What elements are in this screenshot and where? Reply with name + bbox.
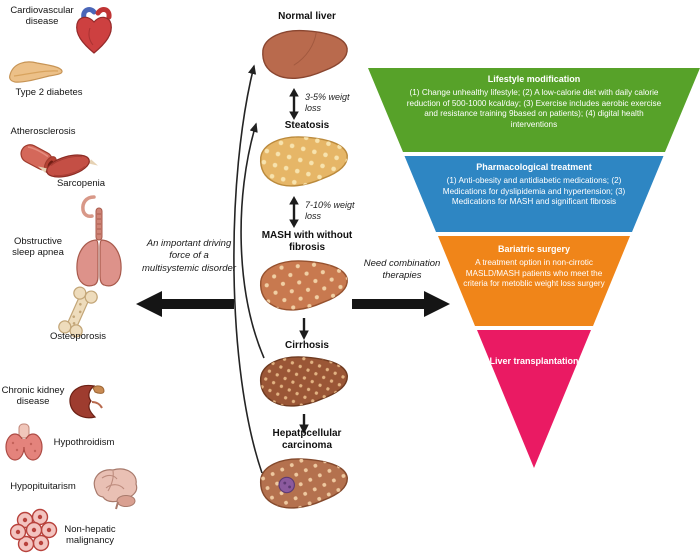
cirrhosis-liver-icon — [259, 356, 348, 407]
annotation-driving-force: An important driving force of a multisys… — [142, 238, 236, 274]
muscle-icon — [38, 154, 98, 178]
comorbidity-label-non-hepatic-malignancy: Non-hepatic malignancy — [64, 524, 116, 547]
comorbidity-label-atherosclerosis: Atherosclerosis — [10, 126, 76, 137]
comorbidity-label-hypopituitarism: Hypopituitarism — [10, 481, 76, 492]
transition-label-3-5: 3-5% weigt loss — [305, 92, 350, 114]
tier-title-lifestyle: Lifestyle modification — [487, 74, 581, 84]
tier-body-lifestyle: (1) Change unhealthy lifestyle; (2) A lo… — [406, 87, 662, 130]
thyroid-icon — [5, 423, 43, 461]
pyramid-tier-liver-transplantation: Liver transplantation — [477, 330, 591, 468]
reversible-arrow-icon-1 — [289, 88, 299, 120]
stage-label-mash: MASH with without fibrosis — [261, 230, 353, 253]
tier-title-pharmacological: Pharmacological treatment — [476, 162, 592, 172]
steatosis-liver-icon — [259, 136, 348, 187]
pyramid-tier-bariatric-surgery: Bariatric surgery A treatment option in … — [438, 236, 630, 326]
comorbidity-label-sarcopenia: Sarcopenia — [56, 178, 106, 189]
mash-liver-icon — [259, 260, 348, 311]
tier-title-bariatric: Bariatric surgery — [497, 244, 571, 254]
comorbidity-label-hypothroidism: Hypothroidism — [53, 437, 115, 448]
down-arrow-icon-1 — [299, 318, 309, 340]
comorbidity-label-obstructive-sleep-apnea: Obstructive sleep apnea — [12, 236, 64, 259]
reversible-arrow-icon-2 — [289, 196, 299, 228]
pyramid-tier-pharmacological-treatment: Pharmacological treatment (1) Anti-obesi… — [404, 156, 664, 232]
comorbidity-label-type-2-diabetes: Type 2 diabetes — [15, 87, 83, 98]
reversal-curve-arrows — [233, 64, 265, 474]
respiratory-icon — [76, 195, 122, 287]
comorbidity-label-chronic-kidney-disease: Chronic kidney disease — [1, 385, 65, 408]
tier-body-pharmacological: (1) Anti-obesity and antidiabetic medica… — [442, 175, 626, 207]
stage-label-hepatocellular-carcinoma: Hepatpcellular carcinoma — [272, 428, 342, 451]
tier-body-bariatric: A treatment option in non-cirrotic MASLD… — [463, 257, 605, 289]
treatment-pyramid: Lifestyle modification (1) Change unheal… — [368, 68, 700, 468]
bone-icon — [58, 286, 98, 338]
kidney-icon — [69, 384, 105, 419]
pyramid-tier-lifestyle-modification: Lifestyle modification (1) Change unheal… — [368, 68, 700, 152]
comorbidity-label-cardiovascular-disease: Cardiovascular disease — [10, 5, 74, 28]
normal-liver-icon — [262, 29, 348, 80]
tumor-spot — [278, 476, 295, 494]
right-arrow-icon — [352, 291, 450, 317]
down-arrow-icon-2 — [299, 414, 309, 434]
cancer-cells-icon — [10, 508, 58, 553]
transition-label-7-10: 7-10% weigt loss — [305, 200, 355, 222]
stage-label-steatosis: Steatosis — [284, 120, 330, 131]
annotation-combination-therapies: Need combination therapies — [363, 258, 441, 282]
pancreas-icon — [9, 61, 63, 83]
stage-label-cirrhosis: Cirrhosis — [285, 340, 329, 351]
left-arrow-icon — [136, 291, 234, 317]
brain-icon — [93, 468, 138, 510]
comorbidity-label-osteoporosis: Osteoporosis — [50, 331, 106, 342]
stage-label-normal-liver: Normal liver — [278, 11, 336, 22]
hcc-liver-icon — [259, 458, 348, 509]
tier-title-transplantation: Liver transplantation — [489, 356, 579, 366]
heart-icon — [76, 7, 112, 54]
